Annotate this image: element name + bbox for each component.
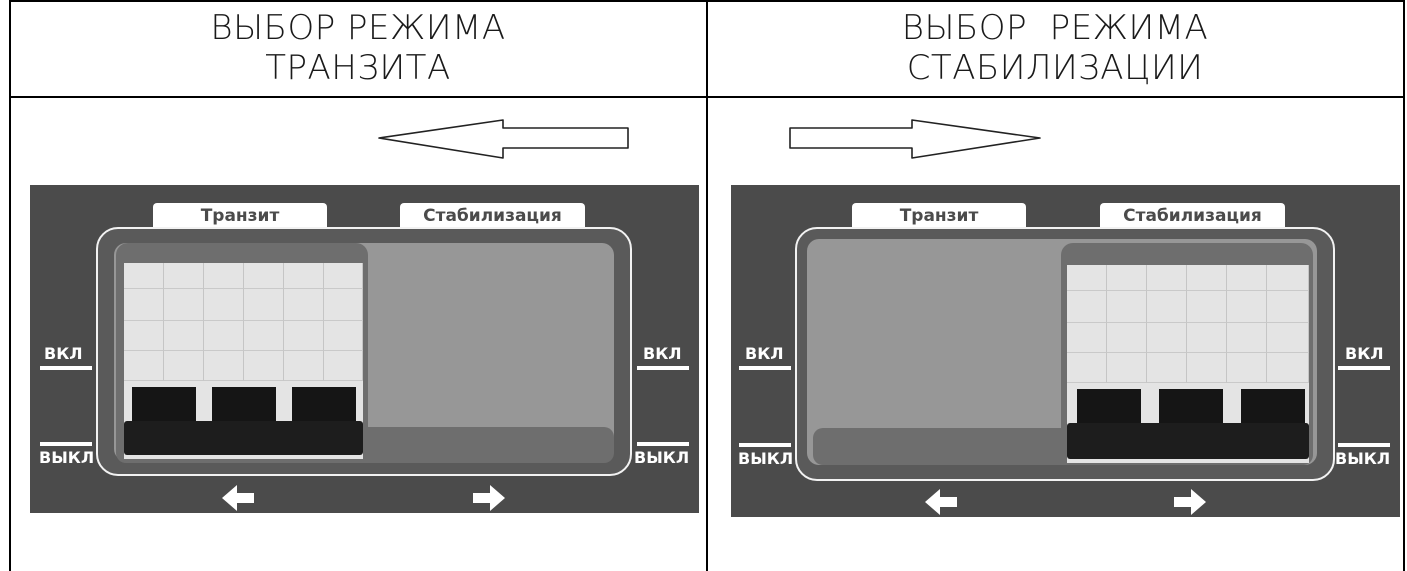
label-off-left: ВЫКЛ bbox=[738, 449, 794, 468]
breaker-frame bbox=[96, 227, 632, 476]
divider-off-right bbox=[1338, 443, 1390, 447]
table-border-left bbox=[9, 0, 11, 571]
breaker-lever[interactable] bbox=[1077, 389, 1141, 429]
arrow-right-icon bbox=[473, 485, 505, 511]
label-on-right: ВКЛ bbox=[643, 344, 682, 363]
breaker-lever[interactable] bbox=[132, 387, 196, 427]
breaker-frame bbox=[795, 227, 1335, 481]
header-transit-mode: ВЫБОР РЕЖИМА ТРАНЗИТА bbox=[13, 8, 703, 88]
label-off-left: ВЫКЛ bbox=[39, 448, 95, 467]
divider-on-right bbox=[637, 366, 689, 370]
arrow-left-outline-icon bbox=[378, 119, 629, 159]
breaker-lever[interactable] bbox=[1241, 389, 1305, 429]
breaker-handle-bar[interactable] bbox=[124, 421, 363, 455]
switch-panel-transit: Транзит Стабилизация bbox=[30, 185, 699, 513]
table-border-right bbox=[1403, 0, 1405, 571]
divider-off-right bbox=[637, 442, 689, 446]
header-transit-line2: ТРАНЗИТА bbox=[265, 48, 451, 88]
table-border-middle bbox=[706, 0, 708, 571]
divider-on-left bbox=[739, 366, 791, 370]
header-transit-line1: ВЫБОР РЕЖИМА bbox=[210, 8, 506, 48]
circuit-breaker[interactable] bbox=[124, 263, 363, 459]
label-on-left: ВКЛ bbox=[44, 344, 83, 363]
label-off-right: ВЫКЛ bbox=[634, 448, 690, 467]
breaker-lever[interactable] bbox=[1159, 389, 1223, 429]
arrow-left-icon bbox=[222, 485, 254, 511]
header-stabilization-mode: ВЫБОР РЕЖИМА СТАБИЛИЗАЦИИ bbox=[710, 8, 1400, 88]
divider-on-right bbox=[1338, 366, 1390, 370]
table-border-header bbox=[9, 96, 1405, 98]
circuit-breaker[interactable] bbox=[1067, 265, 1309, 463]
tab-stabilization: Стабилизация bbox=[400, 203, 585, 227]
tab-transit: Транзит bbox=[852, 203, 1026, 227]
label-on-right: ВКЛ bbox=[1345, 344, 1384, 363]
header-stabilization-line2: СТАБИЛИЗАЦИИ bbox=[906, 48, 1204, 88]
divider-off-left bbox=[40, 442, 92, 446]
breaker-lever[interactable] bbox=[212, 387, 276, 427]
breaker-handle-bar[interactable] bbox=[1067, 423, 1309, 459]
switch-panel-stabilization: Транзит Стабилизация bbox=[731, 185, 1400, 517]
label-off-right: ВЫКЛ bbox=[1335, 449, 1391, 468]
divider-off-left bbox=[739, 443, 791, 447]
tab-stabilization: Стабилизация bbox=[1100, 203, 1285, 227]
divider-on-left bbox=[40, 366, 92, 370]
arrow-right-outline-icon bbox=[789, 119, 1041, 159]
header-stabilization-line1: ВЫБОР РЕЖИМА bbox=[901, 8, 1209, 48]
label-on-left: ВКЛ bbox=[745, 344, 784, 363]
table-border-top bbox=[9, 0, 1405, 2]
arrow-right-icon bbox=[1174, 489, 1206, 515]
tab-transit: Транзит bbox=[153, 203, 327, 227]
arrow-left-icon bbox=[925, 489, 957, 515]
breaker-lever[interactable] bbox=[292, 387, 356, 427]
